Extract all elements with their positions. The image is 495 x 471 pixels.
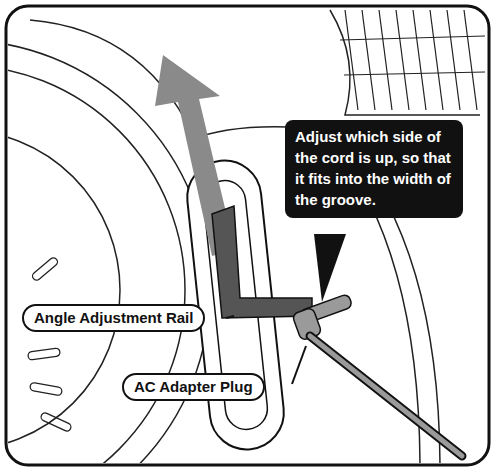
part-label: Angle Adjustment Rail [22, 304, 205, 332]
label-text: AC Adapter Plug [134, 377, 253, 397]
label-text: Angle Adjustment Rail [34, 308, 193, 328]
callout-box: Adjust which side of the cord is up, so … [285, 120, 463, 218]
part-label: AC Adapter Plug [122, 373, 265, 401]
callout-text: Adjust which side of the cord is up, so … [295, 126, 455, 210]
